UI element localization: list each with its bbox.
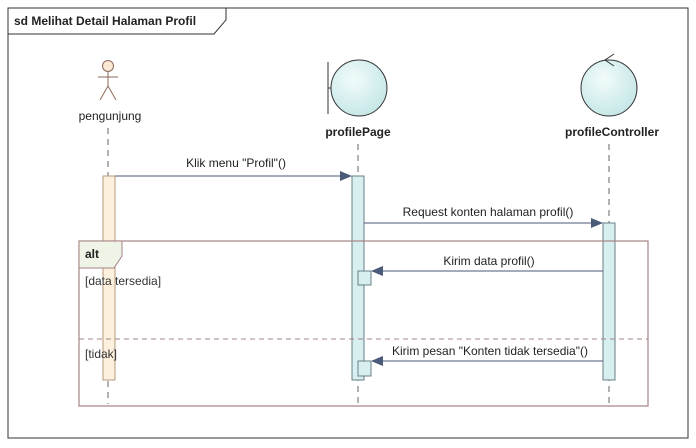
alt-fragment-tab xyxy=(78,240,123,269)
message-label-kirim-pesan: Kirim pesan "Konten tidak tersedia"() xyxy=(392,344,588,358)
boundary-icon xyxy=(327,59,388,117)
message-label-kirim-data: Kirim data profil() xyxy=(443,254,534,268)
message-label-klik-menu: Klik menu "Profil"() xyxy=(186,156,286,170)
actor-icon xyxy=(98,60,118,101)
guard-tidak: [tidak] xyxy=(85,347,117,361)
activation-profilepage-nested-2 xyxy=(357,360,372,377)
frame-title-tab xyxy=(7,7,227,35)
diagram-title: sd Melihat Detail Halaman Profil xyxy=(14,14,196,28)
alt-fragment xyxy=(78,240,649,407)
message-label-request-konten: Request konten halaman profil() xyxy=(403,205,574,219)
lifeline-label-pengunjung: pengunjung xyxy=(79,109,142,123)
activation-profilecontroller xyxy=(602,222,616,381)
alt-operator-label: alt xyxy=(85,247,99,261)
activation-pengunjung xyxy=(102,175,116,381)
control-icon xyxy=(580,53,638,117)
lifeline-label-profilecontroller: profileController xyxy=(565,125,659,139)
lifeline-label-profilepage: profilePage xyxy=(325,125,391,139)
activation-profilepage-nested-1 xyxy=(357,270,372,286)
guard-data-tersedia: [data tersedia] xyxy=(85,274,161,288)
